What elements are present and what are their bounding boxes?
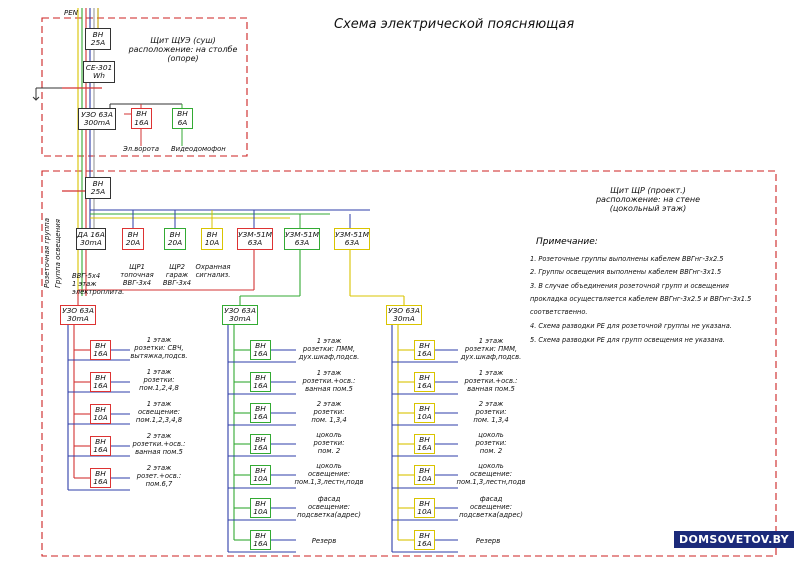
pen-label: PEN — [64, 9, 78, 17]
uzm-feeds — [77, 250, 405, 306]
middle-group-tree — [227, 320, 296, 553]
label-gate: Эл.ворота — [123, 145, 160, 153]
note-line-1: 1. Розеточные группы выполнены кабелем В… — [530, 255, 724, 263]
incoming-wires — [77, 8, 99, 296]
left-group-tree — [67, 320, 130, 491]
watermark-badge: DOMSOVETOV.BY — [674, 531, 794, 548]
shr-title: Щит ЩР (проект.)расположение: на стене(ц… — [595, 186, 701, 214]
shue-title: Щит ЩУЭ (суш)расположение: на столбе(опо… — [128, 36, 238, 64]
note-line-7: 5. Схема разводки PE для групп освещения… — [530, 336, 725, 344]
note-line-2: 2. Группы освещения выполнены кабелем ВВ… — [530, 268, 722, 276]
middle-desc-7: Резерв — [311, 537, 337, 545]
notes-title: Примечание: — [536, 237, 598, 247]
right-desc-7: Резерв — [475, 537, 501, 545]
note-line-6: 4. Схема разводки PE для розеточной груп… — [530, 322, 732, 330]
label-video: Видеодомофон — [171, 145, 226, 153]
vertical-label-lighting: Группа освещения — [54, 219, 62, 288]
shue-enclosure — [41, 17, 248, 157]
ground-lead — [32, 87, 62, 101]
note-line-5: соответственно. — [530, 308, 588, 316]
note-line-4: прокладка осуществляется кабелем ВВГнг-3… — [530, 295, 752, 303]
shr-top-bus — [90, 209, 370, 228]
note-line-3: 3. В случае объединения розеточной групп… — [530, 282, 729, 290]
vertical-label-sockets: Розеточная группа — [43, 217, 51, 288]
shr-enclosure — [41, 170, 777, 557]
diagram-title: Схема электрической поясняющая — [334, 17, 575, 32]
right-group-tree — [391, 320, 458, 553]
